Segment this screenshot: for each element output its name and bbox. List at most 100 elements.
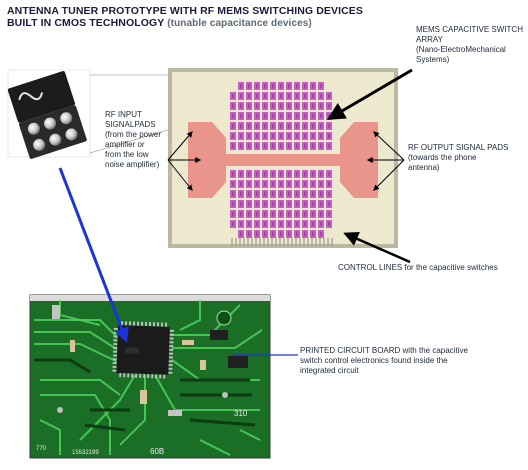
ic-pin: [169, 348, 174, 351]
mems-cell-core: [264, 172, 266, 176]
ic-pin: [112, 354, 117, 357]
mems-cell-core: [280, 94, 282, 98]
ic-pin: [168, 367, 173, 370]
mems-array-top: [230, 82, 332, 150]
mems-cell-core: [240, 172, 242, 176]
rf-input-arrow-bottom: [167, 159, 193, 191]
mems-cell-core: [280, 104, 282, 108]
mems-cell-core: [312, 144, 314, 148]
mems-cell-core: [296, 104, 298, 108]
mems-cell-core: [304, 144, 306, 148]
mems-cell-core: [240, 222, 242, 226]
mems-array-arrow: [326, 68, 413, 120]
label-mems-array: MEMS CAPACITIVE SWITCH ARRAY (Nano-Elect…: [416, 25, 523, 65]
mems-cell-core: [272, 222, 274, 226]
mems-cell-core: [240, 84, 242, 88]
mems-cell-core: [272, 94, 274, 98]
mems-cell-core: [240, 192, 242, 196]
ic-pin: [169, 341, 174, 344]
mems-cell-core: [232, 212, 234, 216]
mems-cell-core: [312, 84, 314, 88]
mems-cell-core: [240, 124, 242, 128]
mems-cell-core: [248, 172, 250, 176]
mems-cell-core: [288, 134, 290, 138]
mems-cell-core: [232, 222, 234, 226]
mems-cell-core: [232, 182, 234, 186]
mems-cell-core: [312, 222, 314, 226]
ic-marking: [125, 347, 140, 354]
mems-cell-core: [304, 202, 306, 206]
mems-cell-core: [320, 94, 322, 98]
mems-cell-core: [328, 134, 330, 138]
ic-pin: [168, 371, 173, 374]
ic-pin: [168, 360, 173, 363]
pcb-photo: 310 60B 15532199 770: [29, 294, 271, 459]
ic-pin: [128, 321, 132, 326]
mems-cell-core: [232, 144, 234, 148]
mems-cell-core: [296, 202, 298, 206]
mems-cell-core: [288, 104, 290, 108]
mems-cell-core: [264, 222, 266, 226]
mems-cell-core: [328, 202, 330, 206]
label-rf-input-line: amplifier or: [105, 140, 145, 149]
ic-pin: [132, 321, 136, 326]
mems-cell-core: [256, 172, 258, 176]
pcb-trace: [34, 331, 119, 351]
pcb-trace: [179, 300, 201, 331]
ic-pin: [168, 356, 173, 359]
pcb-components: [52, 305, 248, 416]
ic-pin: [123, 373, 126, 378]
mems-cell-core: [248, 84, 250, 88]
label-rf-output-line: antenna): [408, 163, 440, 172]
mems-cell-core: [280, 144, 282, 148]
mems-cell-core: [272, 114, 274, 118]
ic-pin: [169, 345, 174, 348]
mems-cell-core: [272, 104, 274, 108]
mems-cell-core: [256, 182, 258, 186]
mems-cell-core: [280, 202, 282, 206]
mems-cell-core: [248, 104, 250, 108]
mems-cell-core: [264, 84, 266, 88]
ic-pin: [119, 373, 122, 378]
mems-cell-core: [320, 212, 322, 216]
mems-cell-core: [288, 222, 290, 226]
mems-cell-core: [232, 94, 234, 98]
mems-cell-core: [296, 192, 298, 196]
mems-cell-core: [328, 192, 330, 196]
label-rf-input-line: (from the power: [105, 130, 162, 139]
mems-cell-core: [288, 212, 290, 216]
mems-cell-core: [296, 212, 298, 216]
mems-cell-core: [256, 202, 258, 206]
mems-cell-core: [280, 124, 282, 128]
ic-pin: [159, 374, 162, 379]
ic-pin: [168, 363, 173, 367]
title-line-2: BUILT IN CMOS TECHNOLOGY (tunable capaci…: [7, 17, 363, 30]
pcb-trace: [199, 439, 231, 456]
mems-cell-core: [312, 124, 314, 128]
mems-cell-core: [256, 222, 258, 226]
ic-pin: [113, 335, 118, 338]
mems-cell-core: [296, 172, 298, 176]
mems-cell-core: [264, 134, 266, 138]
title-line-1: ANTENNA TUNER PROTOTYPE WITH RF MEMS SWI…: [7, 5, 363, 17]
ic-pin: [147, 374, 150, 379]
pcb-silk-310: 310: [234, 409, 248, 418]
mems-array-bottom: [230, 170, 332, 238]
mems-cell-core: [264, 212, 266, 216]
mems-cell-core: [232, 104, 234, 108]
mems-cell-core: [304, 84, 306, 88]
ic-pin: [113, 346, 118, 349]
mems-cell-core: [288, 202, 290, 206]
label-mems-array-line: ARRAY: [416, 35, 443, 44]
mems-cell-core: [240, 94, 242, 98]
mems-cell-core: [312, 114, 314, 118]
mems-cell-core: [328, 172, 330, 176]
mems-cell-core: [280, 84, 282, 88]
ic-pin: [136, 321, 140, 326]
mems-cell-core: [256, 192, 258, 196]
mems-cell-core: [264, 202, 266, 206]
mems-cell-core: [264, 104, 266, 108]
mems-cell-core: [232, 202, 234, 206]
pcb-trace: [39, 419, 61, 455]
